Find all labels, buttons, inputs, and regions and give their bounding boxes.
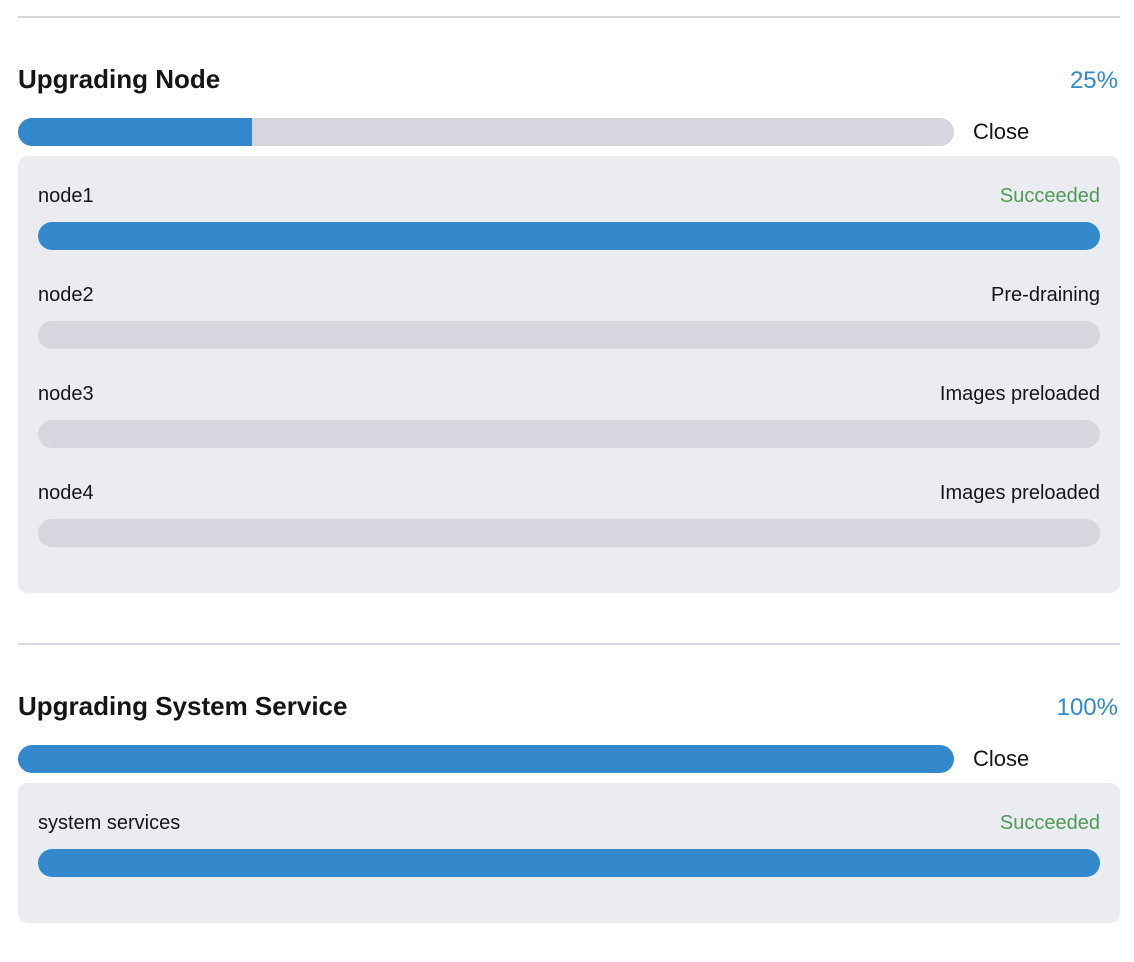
overall-progress-fill: [18, 745, 954, 773]
item-name: node1: [38, 185, 94, 207]
upgrade-section-system-service: Upgrading System Service 100% Close syst…: [18, 643, 1120, 923]
item-progress-bar: [38, 420, 1100, 448]
progress-row: node1 Succeeded: [38, 182, 1100, 250]
progress-row: node3 Images preloaded: [38, 380, 1100, 448]
item-status: Images preloaded: [939, 482, 1100, 504]
item-name: system services: [38, 812, 181, 834]
node-progress-panel: node1 Succeeded node2 Pre-draining nod: [18, 156, 1120, 593]
overall-progress-row: Close: [18, 118, 1120, 146]
item-progress-bar: [38, 321, 1100, 349]
upgrade-section-node: Upgrading Node 25% Close node1 Succeeded: [18, 16, 1120, 593]
upgrade-status-page: Upgrading Node 25% Close node1 Succeeded: [0, 16, 1134, 923]
overall-progress-bar: [18, 745, 954, 773]
progress-row-head: node4 Images preloaded: [38, 479, 1100, 507]
item-status: Succeeded: [999, 812, 1100, 834]
progress-percent: 25%: [1069, 67, 1118, 94]
progress-row-head: system services Succeeded: [38, 809, 1100, 837]
section-divider: [18, 16, 1120, 18]
service-progress-panel: system services Succeeded: [18, 783, 1120, 923]
item-progress-bar: [38, 222, 1100, 250]
section-title: Upgrading System Service: [18, 691, 348, 721]
section-title: Upgrading Node: [18, 64, 221, 94]
overall-progress-row: Close: [18, 745, 1120, 773]
item-name: node3: [38, 383, 94, 405]
close-link[interactable]: Close: [973, 119, 1030, 144]
progress-percent: 100%: [1056, 694, 1118, 721]
close-link[interactable]: Close: [973, 746, 1030, 771]
overall-progress-fill: [18, 118, 252, 146]
item-status: Pre-draining: [991, 284, 1100, 306]
section-header: Upgrading Node 25%: [18, 62, 1120, 96]
progress-row: system services Succeeded: [38, 809, 1100, 877]
item-name: node2: [38, 284, 94, 306]
section-header: Upgrading System Service 100%: [18, 689, 1120, 723]
item-status: Succeeded: [999, 185, 1100, 207]
progress-row-head: node2 Pre-draining: [38, 281, 1100, 309]
progress-row: node2 Pre-draining: [38, 281, 1100, 349]
item-progress-fill: [38, 222, 1100, 250]
item-status: Images preloaded: [939, 383, 1100, 405]
item-progress-bar: [38, 849, 1100, 877]
progress-row: node4 Images preloaded: [38, 479, 1100, 547]
item-progress-bar: [38, 519, 1100, 547]
item-progress-fill: [38, 849, 1100, 877]
progress-row-head: node3 Images preloaded: [38, 380, 1100, 408]
section-divider: [18, 643, 1120, 645]
progress-row-head: node1 Succeeded: [38, 182, 1100, 210]
item-name: node4: [38, 482, 94, 504]
overall-progress-bar: [18, 118, 954, 146]
